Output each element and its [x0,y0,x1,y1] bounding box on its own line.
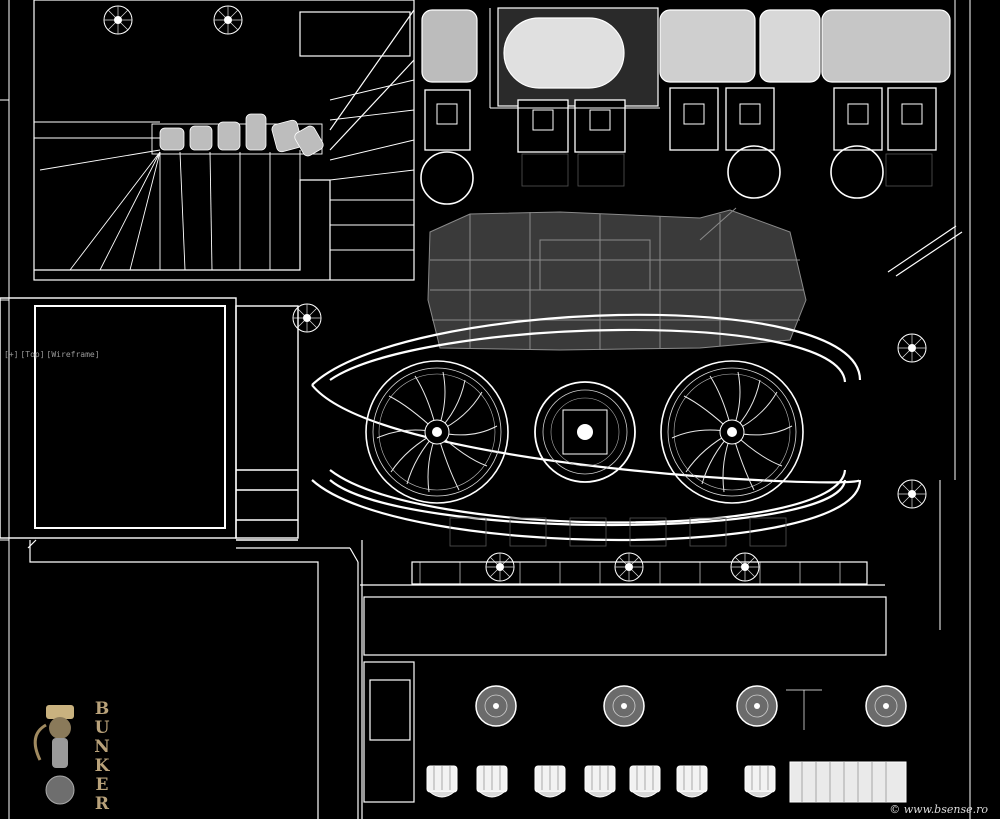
viewport-label-shading[interactable]: [Wireframe] [46,350,100,359]
viewport-label[interactable]: [+][Top][Wireframe] [4,350,102,359]
robot-mascot-icon [33,705,75,805]
brand-letter: K [94,756,110,776]
brand-letter: N [94,737,110,757]
brand-letter: B [94,699,110,719]
viewport-label-plus[interactable]: [+] [4,350,19,359]
brand-letter: R [94,794,110,814]
copyright-text: © www.bsense.ro [889,803,988,816]
bunker-brand: B U N K E R [92,700,112,814]
brand-letter: U [94,718,110,738]
viewport-label-view[interactable]: [Top] [20,350,45,359]
brand-letter: E [95,775,109,795]
